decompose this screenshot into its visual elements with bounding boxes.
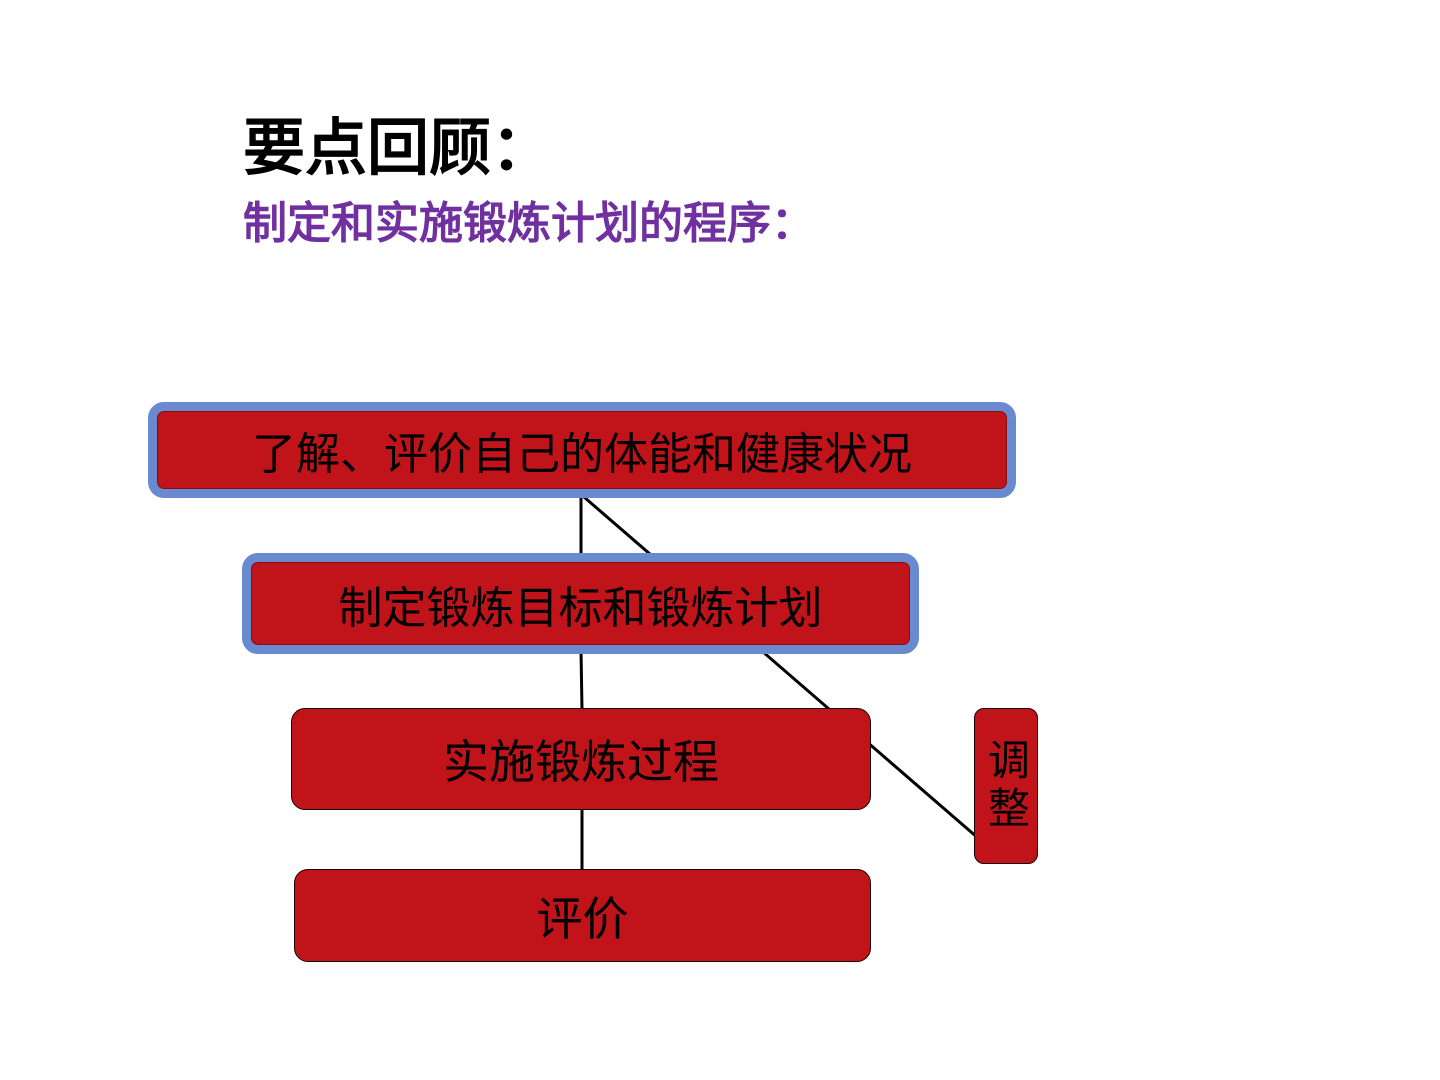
step-exercise-process-box: 实施锻炼过程 [291, 708, 871, 810]
step-assess-fitness-label: 了解、评价自己的体能和健康状况 [252, 429, 912, 480]
step-assess-fitness-box: 了解、评价自己的体能和健康状况 [148, 402, 1016, 498]
step-set-goals-box: 制定锻炼目标和锻炼计划 [242, 553, 919, 654]
step-evaluate-label: 评价 [536, 891, 629, 946]
step-exercise-process-label: 实施锻炼过程 [443, 735, 719, 789]
step-set-goals-label: 制定锻炼目标和锻炼计划 [338, 582, 823, 634]
connector-step2-to-step3 [579, 649, 584, 711]
slide-subtitle: 制定和实施锻炼计划的程序： [243, 198, 815, 249]
adjust-feedback-label: 调整 [981, 738, 1031, 834]
step-evaluate-box: 评价 [294, 869, 871, 962]
adjust-feedback-box: 调整 [974, 708, 1038, 864]
slide-title: 要点回顾： [243, 111, 554, 184]
